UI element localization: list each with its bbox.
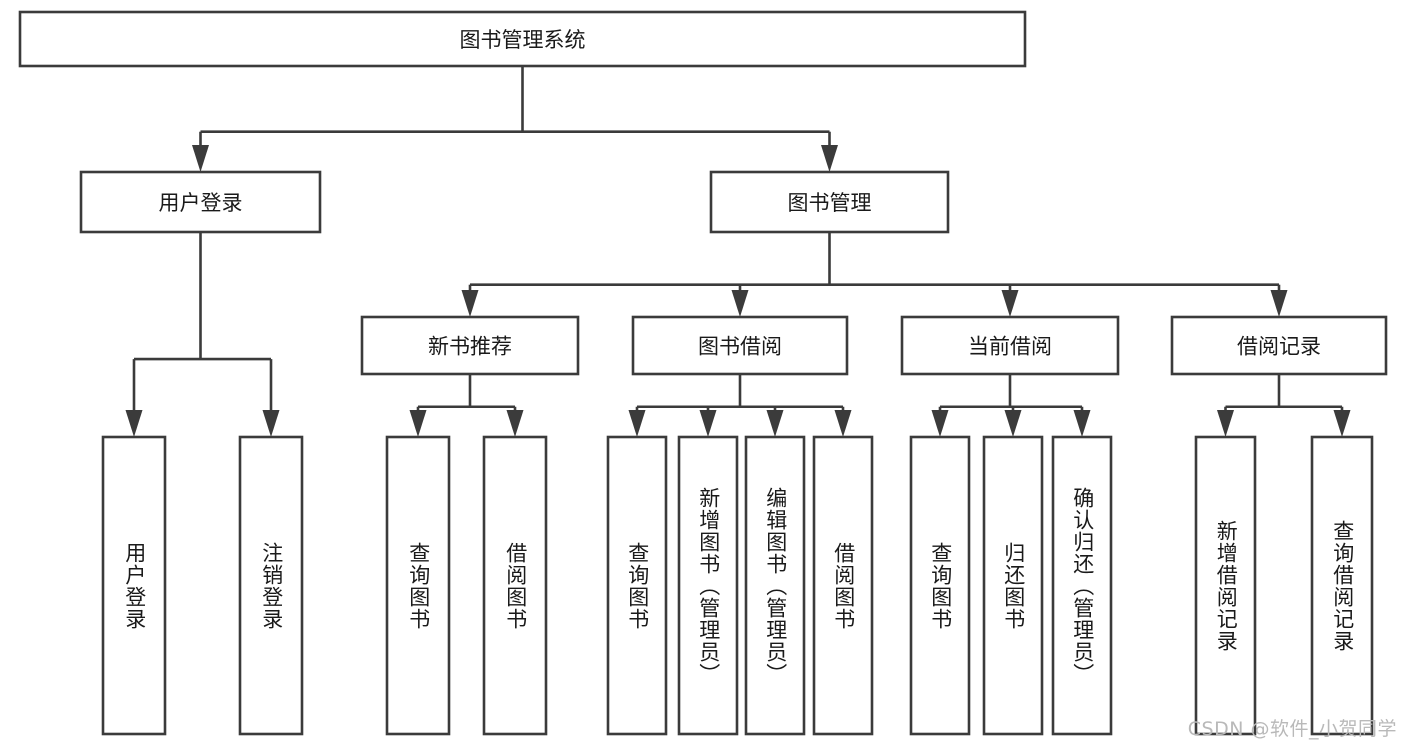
arrow-head-leaf-add-record — [1217, 410, 1234, 437]
arrow-head-leaf-user-login — [125, 410, 143, 437]
node-root[interactable]: 图书管理系统 — [18, 10, 1027, 68]
node-user-login[interactable]: 用户登录 — [79, 170, 322, 234]
node-label-user-login: 用户登录 — [159, 191, 243, 215]
arrow-head-leaf-query-book-borrow — [628, 410, 646, 437]
watermark-text: CSDN @软件_小贺同学 — [1187, 718, 1397, 740]
node-box-leaf-add-record[interactable] — [1194, 435, 1257, 736]
arrow-head-current-borrow — [1001, 290, 1019, 317]
arrow-head-leaf-add-book — [699, 410, 717, 437]
node-borrow-record[interactable]: 借阅记录 — [1170, 315, 1388, 376]
node-box-leaf-user-login[interactable] — [101, 435, 167, 736]
node-leaf-borrow-book[interactable] — [812, 435, 874, 736]
node-leaf-query-book-borrow[interactable] — [606, 435, 668, 736]
node-leaf-query-record[interactable] — [1310, 435, 1374, 736]
node-label-borrow-record: 借阅记录 — [1237, 335, 1321, 359]
arrow-head-leaf-edit-book — [766, 410, 784, 437]
node-box-new-book-recommend[interactable] — [360, 315, 580, 376]
edge-group-borrow-record — [1217, 374, 1351, 437]
node-leaf-add-record[interactable] — [1194, 435, 1257, 736]
node-leaf-edit-book[interactable] — [744, 435, 806, 736]
node-leaf-return-book[interactable] — [982, 435, 1044, 736]
edge-group-book-borrow — [628, 374, 852, 437]
node-box-leaf-query-book-cur[interactable] — [909, 435, 971, 736]
edge-group-new-book-recommend — [409, 374, 524, 437]
node-box-current-borrow[interactable] — [900, 315, 1120, 376]
arrow-head-leaf-confirm-return — [1073, 410, 1091, 437]
node-leaf-query-book-cur[interactable] — [909, 435, 971, 736]
node-leaf-user-login[interactable] — [101, 435, 167, 736]
arrow-head-leaf-return-book — [1004, 410, 1022, 437]
arrow-head-leaf-query-book-rec — [409, 410, 427, 437]
node-box-leaf-confirm-return[interactable] — [1051, 435, 1113, 736]
node-label-current-borrow: 当前借阅 — [968, 335, 1052, 359]
arrow-head-borrow-record — [1270, 290, 1288, 317]
node-box-root[interactable] — [18, 10, 1027, 68]
node-box-book-borrow[interactable] — [631, 315, 849, 376]
edge-group-book-management — [461, 232, 1288, 317]
node-label-new-book-recommend: 新书推荐 — [428, 335, 512, 359]
edge-group-root — [192, 66, 838, 172]
edges-layer — [125, 66, 1351, 437]
arrow-head-leaf-borrow-book — [834, 410, 852, 437]
node-book-borrow[interactable]: 图书借阅 — [631, 315, 849, 376]
node-leaf-add-book[interactable] — [677, 435, 739, 736]
node-box-book-management[interactable] — [709, 170, 950, 234]
node-leaf-confirm-return[interactable] — [1051, 435, 1113, 736]
arrow-head-book-management — [821, 145, 838, 172]
node-new-book-recommend[interactable]: 新书推荐 — [360, 315, 580, 376]
node-box-leaf-query-book-borrow[interactable] — [606, 435, 668, 736]
edge-group-user-login — [125, 232, 280, 437]
node-box-leaf-borrow-book-rec[interactable] — [482, 435, 548, 736]
node-book-management[interactable]: 图书管理 — [709, 170, 950, 234]
arrow-head-leaf-query-record — [1333, 410, 1351, 437]
node-label-root: 图书管理系统 — [460, 28, 586, 52]
node-box-leaf-borrow-book[interactable] — [812, 435, 874, 736]
node-box-leaf-add-book[interactable] — [677, 435, 739, 736]
node-box-leaf-return-book[interactable] — [982, 435, 1044, 736]
arrow-head-book-borrow — [731, 290, 749, 317]
node-box-user-login[interactable] — [79, 170, 322, 234]
node-box-leaf-edit-book[interactable] — [744, 435, 806, 736]
node-leaf-logout[interactable] — [238, 435, 304, 736]
node-label-book-management: 图书管理 — [788, 191, 872, 215]
node-label-book-borrow: 图书借阅 — [698, 335, 782, 359]
arrow-head-user-login — [192, 145, 209, 172]
node-box-leaf-logout[interactable] — [238, 435, 304, 736]
node-leaf-borrow-book-rec[interactable] — [482, 435, 548, 736]
node-leaf-query-book-rec[interactable] — [385, 435, 451, 736]
arrow-head-leaf-logout — [262, 410, 280, 437]
edge-group-current-borrow — [931, 374, 1091, 437]
node-current-borrow[interactable]: 当前借阅 — [900, 315, 1120, 376]
arrow-head-new-book-recommend — [461, 290, 479, 317]
node-box-leaf-query-book-rec[interactable] — [385, 435, 451, 736]
node-box-borrow-record[interactable] — [1170, 315, 1388, 376]
arrow-head-leaf-borrow-book-rec — [506, 410, 524, 437]
node-box-leaf-query-record[interactable] — [1310, 435, 1374, 736]
arrow-head-leaf-query-book-cur — [931, 410, 949, 437]
